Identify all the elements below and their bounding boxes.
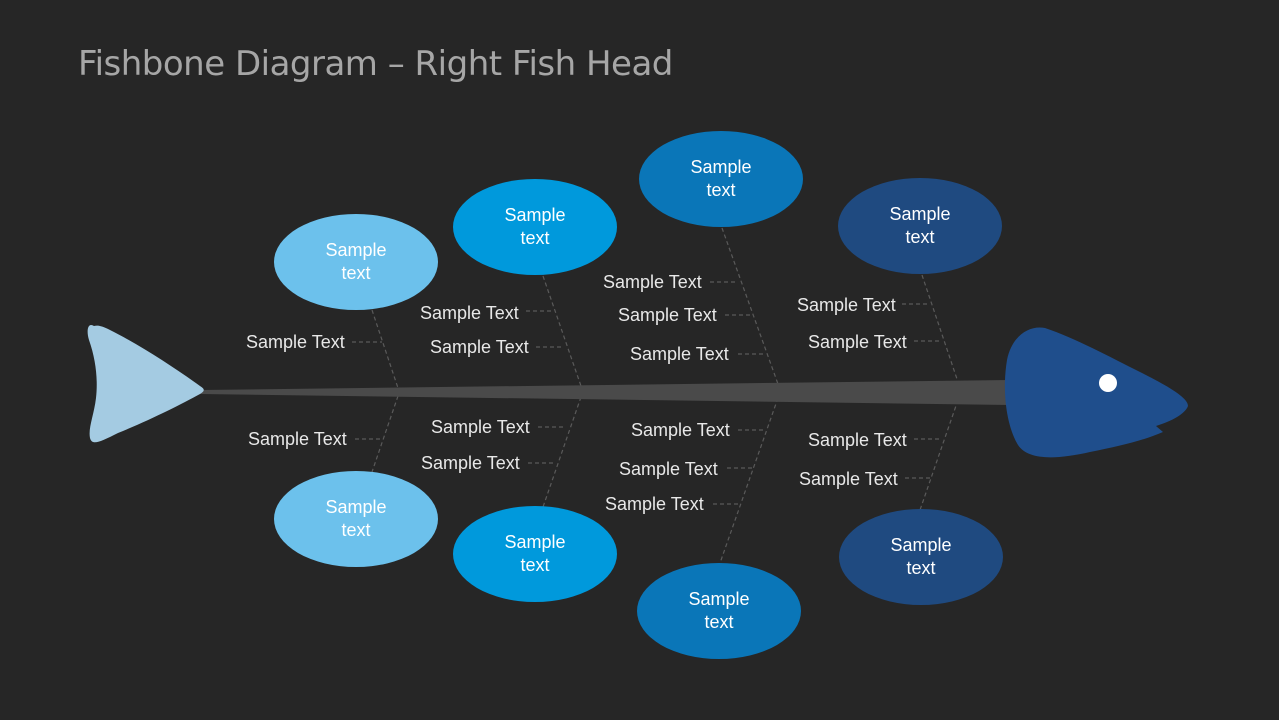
spine [200,380,1010,405]
category-label-line1: Sample [890,535,952,555]
category-label-line2: text [341,263,371,283]
category-label-line2: text [906,558,936,578]
cause-label[interactable]: Sample Text [420,303,519,323]
category-top-1[interactable]: Sample text [274,214,438,310]
cause-label[interactable]: Sample Text [603,272,702,292]
bone-top-3 [721,227,779,385]
cause-label[interactable]: Sample Text [430,337,529,357]
fish-eye-icon [1099,374,1117,392]
category-label-line1: Sample [889,204,951,224]
category-bottom-2[interactable]: Sample text [453,506,617,602]
category-label-line2: text [520,228,550,248]
category-label-line1: Sample [504,532,566,552]
fish-head-icon [1004,327,1188,458]
category-label-line2: text [704,612,734,632]
cause-label[interactable]: Sample Text [431,417,530,437]
category-bottom-3[interactable]: Sample text [637,563,801,659]
cause-label[interactable]: Sample Text [246,332,345,352]
category-label-line1: Sample [325,497,387,517]
category-top-4[interactable]: Sample text [838,178,1002,274]
category-label-line2: text [520,555,550,575]
category-bottom-1[interactable]: Sample text [274,471,438,567]
cause-label[interactable]: Sample Text [421,453,520,473]
cause-label[interactable]: Sample Text [619,459,718,479]
bone-top-4 [921,274,959,383]
cause-label[interactable]: Sample Text [797,295,896,315]
cause-label[interactable]: Sample Text [248,429,347,449]
category-top-2[interactable]: Sample text [453,179,617,275]
category-label-line1: Sample [325,240,387,260]
slide-title: Fishbone Diagram – Right Fish Head [78,44,673,84]
category-label-line1: Sample [688,589,750,609]
fish-tail-icon [87,324,204,443]
category-label-line1: Sample [690,157,752,177]
category-top-3[interactable]: Sample text [639,131,803,227]
cause-label[interactable]: Sample Text [799,469,898,489]
cause-label[interactable]: Sample Text [808,332,907,352]
bone-bottom-1 [371,395,399,473]
category-bottom-4[interactable]: Sample text [839,509,1003,605]
bone-bottom-2 [542,396,582,508]
bone-top-1 [371,309,399,389]
bone-bottom-4 [919,399,959,511]
category-label-line1: Sample [504,205,566,225]
bone-bottom-3 [719,397,779,564]
category-label-line2: text [905,227,935,247]
cause-label[interactable]: Sample Text [618,305,717,325]
cause-label[interactable]: Sample Text [808,430,907,450]
bone-top-2 [542,275,582,387]
cause-label[interactable]: Sample Text [605,494,704,514]
cause-label[interactable]: Sample Text [631,420,730,440]
cause-label[interactable]: Sample Text [630,344,729,364]
category-label-line2: text [706,180,736,200]
category-label-line2: text [341,520,371,540]
